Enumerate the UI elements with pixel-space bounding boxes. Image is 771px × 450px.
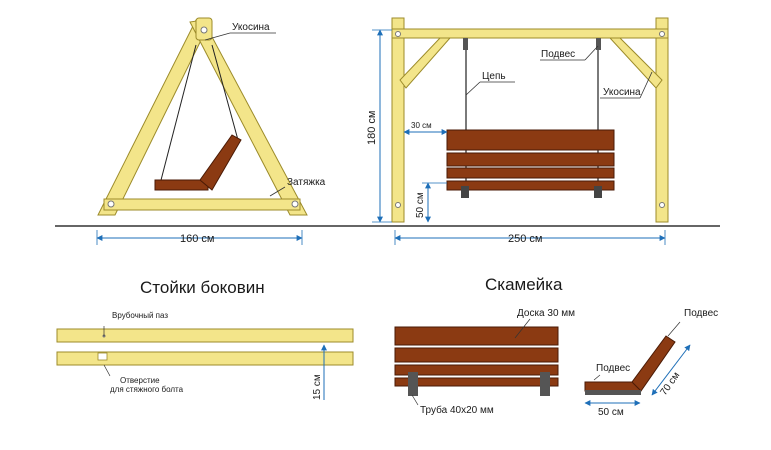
bolt [291,200,299,208]
label-ukosina-right: Укосина [603,87,641,98]
bench-detail: Доска 30 мм Труба 40х20 мм [394,308,575,416]
bench-pipe [408,372,418,396]
front-left-post [391,17,405,223]
hanger [596,38,601,50]
bolt [659,202,665,208]
leader-line [465,81,481,96]
dim-180-label: 180 см [366,111,378,145]
bench-side-seat [584,381,641,392]
title-bench: Скамейка [485,275,563,294]
swing-seat-side [154,179,209,191]
label-zatyazhka: Затяжка [287,177,326,188]
bolt [107,200,115,208]
bolt [200,26,208,34]
dim-50-label: 50 см [415,192,426,218]
front-bench-seat [446,180,615,191]
leader-line [514,318,531,339]
swing-back-side [199,134,242,191]
bench-plank-2 [394,347,559,363]
post-lower [56,351,354,366]
front-left-brace [399,37,452,89]
label-doska: Доска 30 мм [517,308,575,319]
label-truba: Труба 40х20 мм [420,404,494,416]
front-bench-plank-1 [446,129,615,151]
leader-line [204,32,231,41]
front-bench-plank-3 [446,167,615,179]
front-bench-plank-2 [446,152,615,167]
side-posts-detail: Врубочный паз Отверстие для стяжного бол… [56,311,354,400]
bolt [395,202,401,208]
front-top-beam [391,28,669,39]
label-podves-bench-top: Подвес [684,308,718,319]
dim-50b-label: 50 см [598,407,624,418]
front-view: Цепь Подвес Укосина 180 см 30 см 50 см 2… [366,17,669,245]
bench-leg [594,186,602,198]
dim-30-label: 30 см [411,121,432,130]
bench-plank-1 [394,326,559,346]
post-upper [56,328,354,343]
label-tsep: Цепь [482,71,506,82]
a-frame-tie-beam [103,198,301,211]
bench-pipe [540,372,550,396]
dim-15-label: 15 см [312,374,323,400]
dim-70-label: 70 см [658,370,682,398]
bench-plank-4 [394,377,559,387]
label-podves-bench-left: Подвес [596,363,630,374]
leader-line [411,394,419,406]
label-podves-top: Подвес [541,49,575,60]
leader-line [269,186,286,197]
bench-side-pipe [585,390,641,395]
notch-groove [97,352,108,361]
hanger [463,38,468,50]
chain-right [211,44,239,141]
leader-line [593,374,601,381]
bolt [659,31,665,37]
chain-left [159,44,197,185]
label-vrubochny-paz: Врубочный паз [112,311,168,320]
a-frame-side-view: Укосина Затяжка 160 см [96,17,326,245]
leader-line [103,364,111,377]
bench-plank-3 [394,364,559,376]
label-ukosina-left: Укосина [232,22,270,33]
bench-leg [461,186,469,198]
front-right-post [655,17,669,223]
leader-line [639,71,653,99]
title-side-posts: Стойки боковин [140,278,265,297]
leader-line [584,45,599,61]
bench-side-profile: Подвес Подвес 50 см 70 см [584,308,718,418]
dim-70-line [651,344,691,396]
leader-line [667,321,681,337]
label-otverstie-1: Отверстие [120,376,160,385]
bolt [395,31,401,37]
dim-160-label: 160 см [180,233,214,245]
label-otverstie-2: для стяжного болта [110,385,184,394]
front-right-brace [608,37,663,89]
dim-250-label: 250 см [508,233,542,245]
